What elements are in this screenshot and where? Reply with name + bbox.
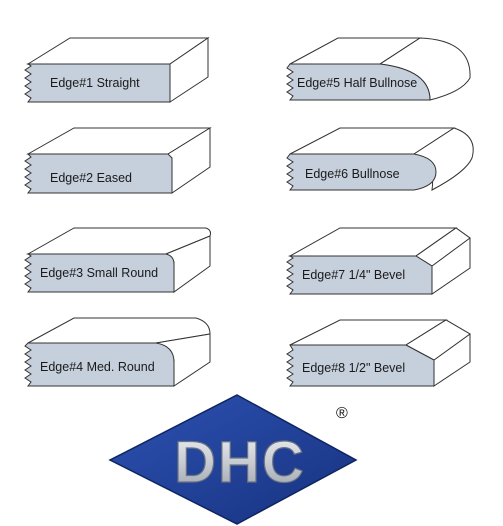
edge-profile-8: Edge#8 1/2" Bevel (286, 319, 471, 387)
edge-profile-7: Edge#7 1/4" Bevel (286, 227, 471, 295)
edge-profile-5: Edge#5 Half Bullnose (286, 37, 471, 101)
edge-profile-4: Edge#4 Med. Round (24, 317, 211, 387)
logo-text: DHC (174, 430, 306, 495)
edge-label: Edge#6 Bullnose (305, 167, 400, 181)
edge-label: Edge#4 Med. Round (40, 360, 155, 374)
edge-label: Edge#1 Straight (50, 76, 140, 90)
slab-face (286, 344, 435, 387)
edge-label: Edge#7 1/4" Bevel (302, 268, 405, 282)
registered-mark: ® (336, 405, 348, 422)
slab-face (286, 63, 431, 101)
dhc-logo: DHC ® (108, 394, 358, 525)
edge-profile-3: Edge#3 Small Round (24, 227, 211, 293)
edge-profile-6: Edge#6 Bullnose (286, 127, 474, 191)
slab-face (24, 63, 171, 103)
edge-profile-2: Edge#2 Eased (24, 127, 212, 194)
slab-face (24, 153, 173, 194)
logo-diamond (108, 394, 358, 525)
edge-label: Edge#3 Small Round (40, 266, 158, 280)
slab-face (286, 255, 433, 295)
edge-label: Edge#5 Half Bullnose (297, 76, 417, 90)
slab-face (24, 253, 175, 293)
edge-label: Edge#2 Eased (50, 171, 132, 185)
slab-face (286, 153, 437, 191)
edge-profile-1: Edge#1 Straight (24, 37, 210, 103)
slab-face (24, 342, 175, 387)
edge-label: Edge#8 1/2" Bevel (302, 361, 405, 375)
